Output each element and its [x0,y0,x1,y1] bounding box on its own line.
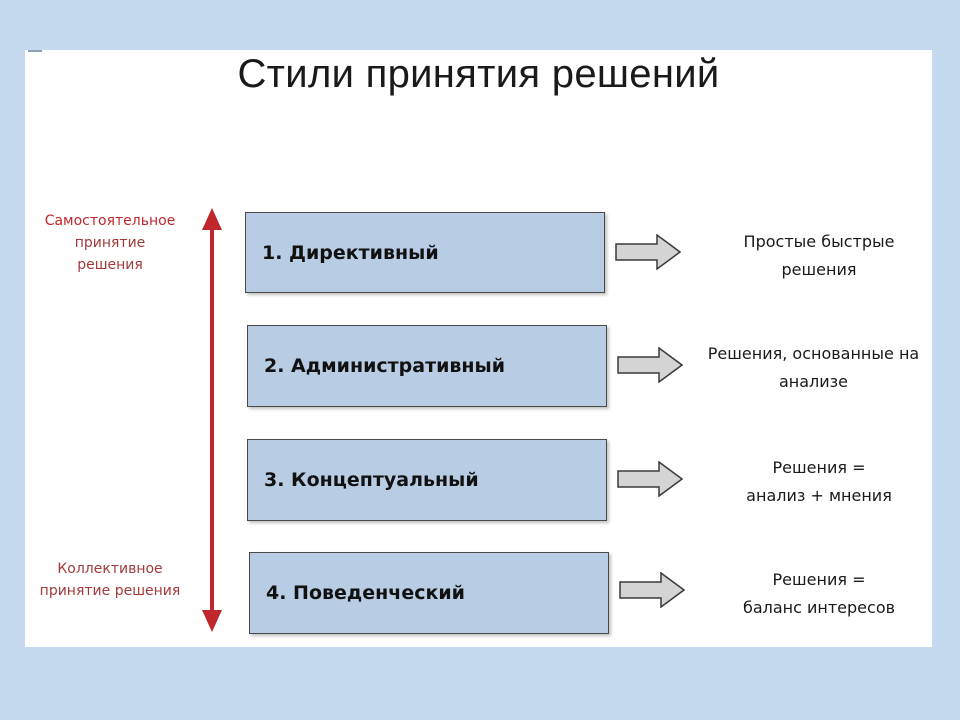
scale-top-label-line-1: Самостоятельное [44,213,176,229]
result-line: Простые быстрые [743,232,895,251]
right-arrow-icon [617,347,683,383]
result-conceptual: Решения = анализ + мнения [699,454,939,510]
result-line: анализ + мнения [746,486,892,505]
scale-top-label-line-3: решения [77,257,143,273]
result-directive: Простые быстрые решения [699,228,939,284]
result-line: Решения = [772,570,866,589]
result-line: Решения = [772,458,866,477]
style-box-directive: 1. Директивный [245,212,605,293]
right-arrow-icon [617,461,683,497]
scale-bottom-label-line-1: Коллективное [57,561,163,577]
scale-bottom-label: Коллективное принятие решения [25,558,195,602]
result-line: решения [781,260,857,279]
scale-bottom-label-line-2: принятие решения [39,583,181,599]
scale-top-label: Самостоятельное принятие решения [25,210,195,276]
result-line: Решения, основанные на [707,344,920,363]
scale-top-label-line-2: принятие [74,235,146,251]
style-box-behavioral: 4. Поведенческий [249,552,609,634]
right-arrow-icon [619,572,685,608]
right-arrow-icon [615,234,681,270]
page-title: Стили принятия решений [237,52,720,96]
result-behavioral: Решения = баланс интересов [699,566,939,622]
style-box-conceptual: 3. Концептуальный [247,439,607,521]
result-line: анализе [778,372,849,391]
logo-mark [28,50,42,52]
double-headed-arrow-icon [202,208,222,632]
slide: Стили принятия решений Самостоятельное п… [25,50,932,647]
style-box-administrative: 2. Административный [247,325,607,407]
result-line: баланс интересов [742,598,896,617]
result-administrative: Решения, основанные на анализе [695,340,932,396]
